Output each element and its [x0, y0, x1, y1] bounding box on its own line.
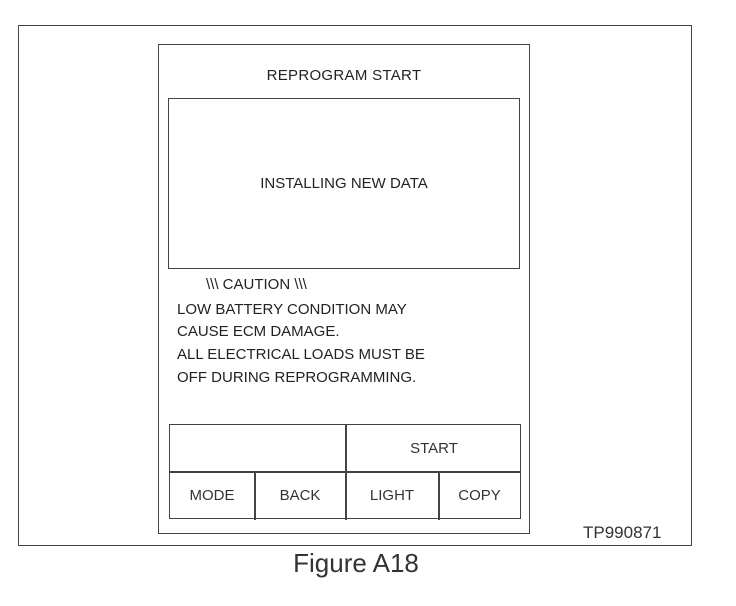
- scan-tool-screen: REPROGRAM START: [158, 44, 530, 534]
- copy-button[interactable]: COPY: [458, 486, 501, 504]
- divider: [345, 471, 347, 520]
- figure-caption: Figure A18: [293, 548, 419, 578]
- figure-code: TP990871: [583, 523, 662, 542]
- mode-button[interactable]: MODE: [189, 486, 235, 504]
- blank-key[interactable]: [170, 425, 345, 471]
- light-button[interactable]: LIGHT: [369, 486, 415, 504]
- caution-heading: \\\ CAUTION \\\: [206, 276, 307, 293]
- caution-line: ALL ELECTRICAL LOADS MUST BE: [177, 346, 425, 363]
- caution-line: CAUSE ECM DAMAGE.: [177, 323, 340, 340]
- caution-line: LOW BATTERY CONDITION MAY: [177, 301, 407, 318]
- divider: [254, 471, 256, 520]
- status-display: INSTALLING NEW DATA: [168, 98, 520, 269]
- divider: [438, 471, 440, 520]
- back-button[interactable]: BACK: [279, 486, 321, 504]
- screen-title: REPROGRAM START: [266, 67, 422, 84]
- status-message: INSTALLING NEW DATA: [260, 175, 428, 192]
- soft-key-grid: START MODE BACK LIGHT COPY: [169, 424, 521, 520]
- divider: [345, 425, 347, 471]
- figure-frame: [18, 25, 692, 546]
- start-button[interactable]: START: [410, 439, 458, 457]
- caution-line: OFF DURING REPROGRAMMING.: [177, 369, 417, 386]
